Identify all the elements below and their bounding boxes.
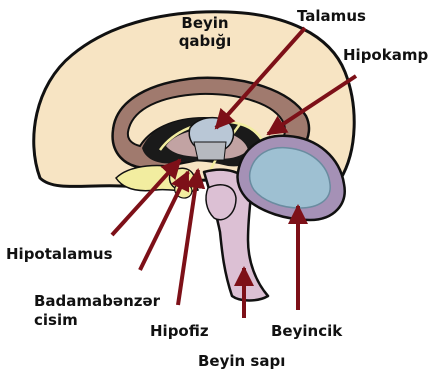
- hypothalamus-label: Hipotalamus: [6, 245, 113, 263]
- thalamus-label: Talamus: [297, 7, 366, 25]
- cerebellum-label: Beyincik: [271, 322, 342, 340]
- cortex-label-text: Beyin qabığı: [170, 14, 240, 50]
- thalamus-lower-shape: [194, 142, 226, 160]
- brainstem-label: Beyin sapı: [198, 352, 285, 370]
- hippocampus-label: Hipokamp: [343, 46, 428, 64]
- amygdala-label-line1: Badamabənzər: [34, 292, 160, 310]
- amygdala-label-line2: cisim: [34, 311, 78, 329]
- cortex-label: Beyin qabığı: [170, 14, 240, 50]
- pituitary-label: Hipofiz: [150, 322, 209, 340]
